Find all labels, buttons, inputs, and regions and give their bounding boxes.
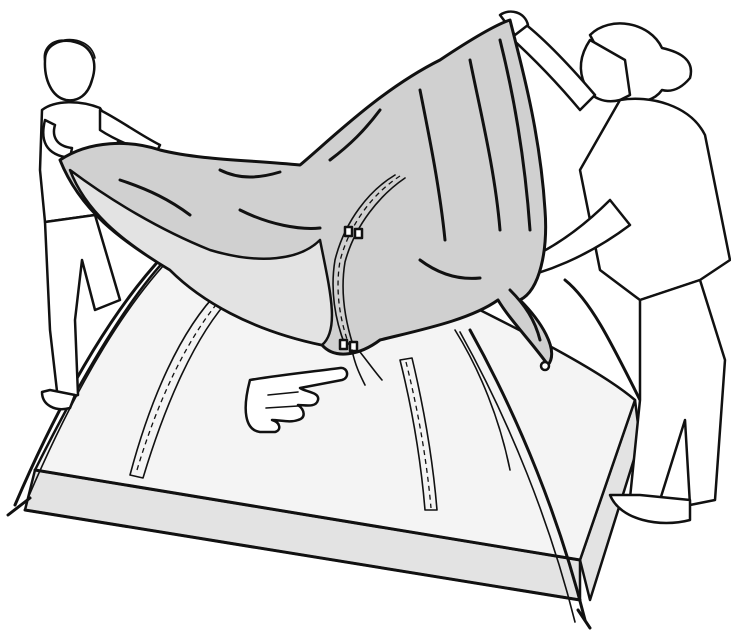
- tent-floor-bottom-edge: [23, 508, 582, 602]
- rainfly-zipper-2: [342, 177, 406, 346]
- tent-body: [6, 228, 642, 630]
- person-left-shoe: [40, 388, 77, 411]
- rainfly-wrinkle-6: [118, 178, 192, 217]
- rainfly-wrinkle-9: [508, 288, 542, 342]
- rainfly-zipper: [332, 174, 396, 346]
- rainfly: [58, 18, 554, 386]
- person-right-arm-upper: [506, 18, 597, 112]
- pole-sleeve-right: [454, 329, 511, 471]
- zipper-pull-top-2: [353, 227, 364, 240]
- tent-pole-back-right: [563, 278, 642, 402]
- pole-sleeve-center-dash: [405, 361, 432, 509]
- stake-right: [576, 608, 592, 630]
- person-left-head: [43, 39, 96, 102]
- person-right-shoe: [608, 493, 692, 525]
- zipper-pull-bottom-2: [348, 340, 359, 353]
- rainfly-cord-1: [351, 349, 366, 386]
- rainfly-zipper-dash: [337, 175, 401, 346]
- stake-left: [6, 496, 32, 517]
- pole-sleeve-center: [399, 357, 438, 511]
- rainfly-wrinkle-5: [328, 108, 382, 162]
- rainfly-wrinkle-3: [468, 58, 502, 232]
- tent-pole-right: [468, 328, 587, 622]
- rainfly-cord-end: [539, 360, 551, 372]
- pointing-hand-icon: [244, 366, 349, 434]
- person-left-arm2: [42, 118, 74, 160]
- person-right-hand-top: [498, 10, 530, 37]
- person-right: [486, 10, 731, 525]
- rainfly-wrinkle-7: [238, 208, 322, 230]
- zipper-pull-top-1: [343, 225, 354, 238]
- person-right-torso: [578, 97, 731, 302]
- tent-floor-front-edge: [33, 468, 582, 562]
- person-left-hair: [43, 38, 96, 63]
- rainfly-underside: [68, 168, 334, 347]
- rainfly-cord-2: [359, 351, 383, 381]
- rainfly-wrinkle-2: [418, 88, 447, 242]
- person-right-hair: [588, 22, 693, 104]
- rainfly-wrinkle-8: [418, 258, 482, 280]
- tent-pole-right-inner: [459, 331, 576, 623]
- person-right-legs: [628, 278, 727, 507]
- person-left-legs: [43, 213, 122, 402]
- zipper-pull-bottom-1: [338, 338, 349, 351]
- rainfly-wrinkle-1: [218, 168, 282, 179]
- person-left: [38, 38, 162, 411]
- rainfly-wrinkle-4: [498, 38, 532, 232]
